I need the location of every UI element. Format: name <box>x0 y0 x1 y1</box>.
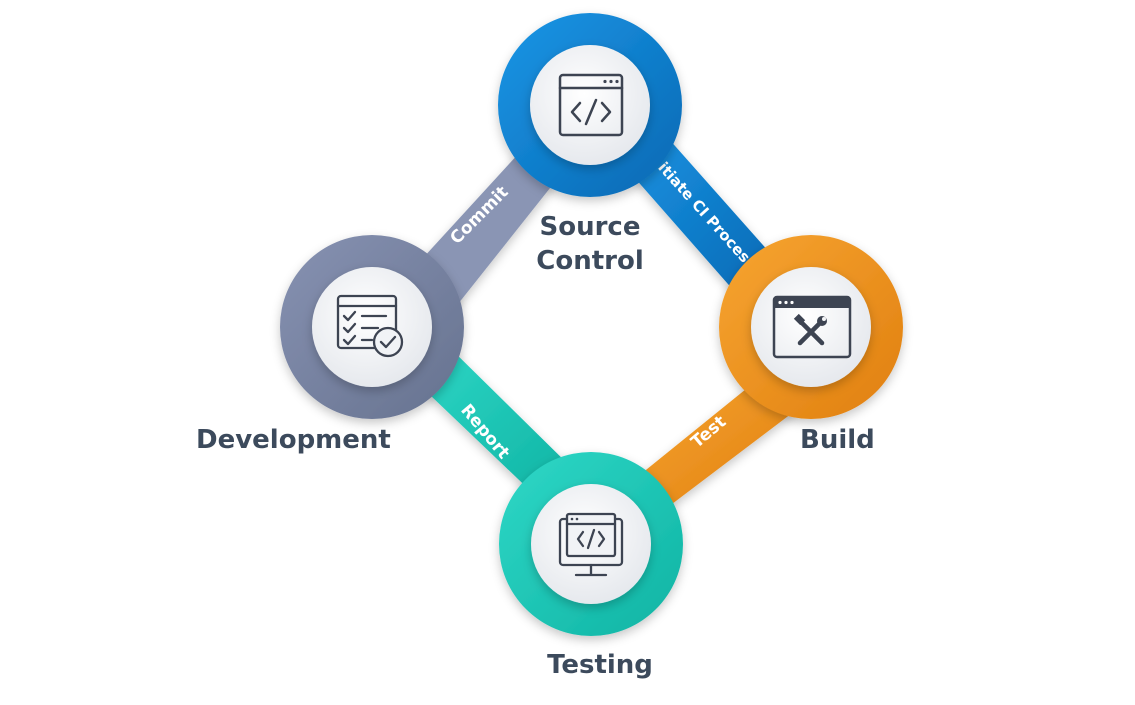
checklist-icon <box>336 294 404 358</box>
source-control-label-line2: Control <box>536 246 644 276</box>
node-build <box>719 235 903 419</box>
code-window-icon <box>558 73 624 137</box>
source-control-label: Source Control <box>500 210 680 278</box>
node-source-control <box>498 13 682 197</box>
build-label: Build <box>800 425 875 455</box>
development-label: Development <box>196 425 391 455</box>
node-testing <box>499 452 683 636</box>
monitor-code-icon <box>558 512 624 577</box>
testing-label: Testing <box>547 650 653 680</box>
tools-window-icon <box>772 295 852 359</box>
node-development <box>280 235 464 419</box>
source-control-label-line1: Source <box>539 212 641 242</box>
